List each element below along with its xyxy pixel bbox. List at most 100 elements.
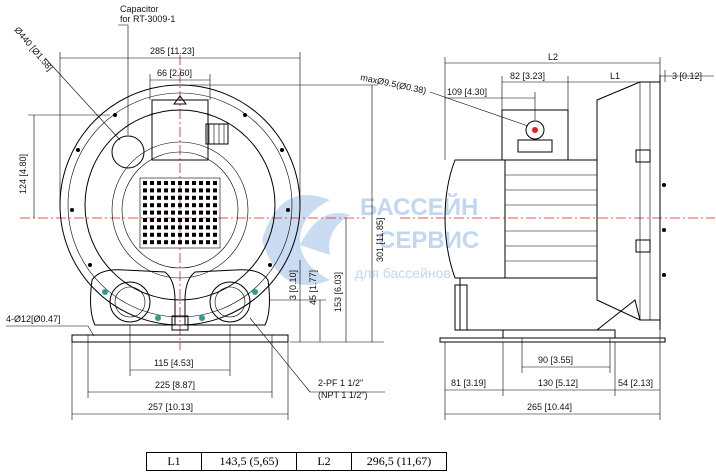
vent-dot [206, 181, 210, 185]
vent-dot [213, 203, 217, 208]
vent-dot [178, 188, 182, 193]
vent-dot [164, 240, 168, 245]
vent-dot [143, 203, 147, 208]
vent-dot [150, 225, 154, 230]
housing-inner [84, 109, 276, 301]
vent-dot [143, 232, 147, 237]
vent-dot [206, 195, 210, 200]
vent-dot [157, 232, 161, 237]
vent-dot [199, 188, 203, 193]
motor-fins [505, 174, 597, 262]
vent-dot [213, 218, 217, 222]
watermark: БАССЕЙН СЕРВИС для бассейнов [262, 193, 479, 285]
vent-dot [143, 225, 147, 230]
vent-dot [157, 195, 161, 200]
dim-90-label: 90 [3.55] [538, 355, 573, 365]
motor-body [504, 159, 598, 279]
vent-dot [185, 218, 189, 222]
dim-81-label: 81 [3.19] [451, 378, 486, 388]
dim-l2-label: L2 [548, 52, 558, 62]
vent-dot [192, 240, 196, 245]
dia-440-label: Ø440 [Ø1.58] [12, 25, 54, 73]
vent-dot [150, 210, 154, 215]
vent-dot [185, 232, 189, 237]
vent-grid [139, 177, 221, 249]
l2-value-cell: 296,5 (11,67) [351, 452, 447, 471]
vent-dot [150, 203, 154, 208]
port-left [109, 281, 151, 323]
motor-cover [111, 141, 249, 279]
vent-dot [192, 210, 196, 215]
spec-table: L1 143,5 (5,65) L2 296,5 (11,67) [146, 452, 447, 471]
side-view: maxØ9.5(Ø0.38) L2 82 [3.23] L1 109 [4.30… [360, 52, 715, 420]
vent-dot [171, 195, 175, 200]
vent-dot [157, 181, 161, 185]
l1-label-cell: L1 [146, 452, 202, 471]
vent-dot [192, 232, 196, 237]
vent-dot [185, 210, 189, 215]
ports-assembly [90, 269, 270, 331]
vent-dot [192, 225, 196, 230]
lower-frame [459, 278, 641, 331]
dim-54-label: 54 [2.13] [618, 378, 653, 388]
housing-bolts [70, 113, 290, 267]
dim-115-label: 115 [4.53] [154, 358, 193, 368]
vent-dot [206, 188, 210, 193]
l1-value-cell: 143,5 (5,65) [201, 452, 297, 471]
vent-dot [185, 181, 189, 185]
vent-dot [164, 181, 168, 185]
vent-dot [199, 195, 203, 200]
base-plate [71, 334, 289, 343]
dim-124-label: 124 [4.80] [18, 154, 28, 194]
vent-dot [206, 225, 210, 230]
vent-dot [199, 218, 203, 222]
vent-dot [178, 203, 182, 208]
dim-3-side-label: 3 [0.12] [672, 71, 702, 81]
front-view: Capacitor for RT-3009-1 Ø440 [Ø1.58] 285… [6, 4, 385, 420]
hole-label: 4-Ø12[Ø0.47] [6, 314, 61, 324]
dim-l1-label: L1 [610, 71, 620, 81]
watermark-line-2: СЕРВИС [378, 227, 479, 254]
vent-dot [213, 188, 217, 193]
watermark-line-1: БАССЕЙН [360, 193, 478, 221]
vent-dot [143, 210, 147, 215]
dim-153-label: 153 [6.03] [333, 272, 343, 312]
housing-rim [67, 92, 293, 318]
vent-dot [206, 240, 210, 245]
vent-dot [150, 195, 154, 200]
vent-dot [185, 225, 189, 230]
vent-dot [199, 240, 203, 245]
vent-dot [213, 181, 217, 185]
vent-dot [185, 188, 189, 193]
vent-dot [157, 218, 161, 222]
dim-225-label: 225 [8.87] [155, 380, 195, 390]
vent-dot [164, 203, 168, 208]
capacitor-leader [118, 24, 129, 135]
watermark-line-3: для бассейнов [355, 265, 451, 281]
vent-dot [143, 195, 147, 200]
vent-dot [192, 195, 196, 200]
vent-dot [178, 195, 182, 200]
dim-130-label: 130 [5.12] [538, 378, 578, 388]
vent-dot [178, 181, 182, 185]
vent-dot [178, 210, 182, 215]
port-right [209, 281, 251, 323]
vent-dot [206, 232, 210, 237]
vent-dot [150, 240, 154, 245]
vent-dot [150, 188, 154, 193]
vent-dot [185, 195, 189, 200]
vent-dot [164, 210, 168, 215]
vent-dot [164, 225, 168, 230]
vent-dot [157, 188, 161, 193]
dim-45-label: 45 [1.77] [308, 270, 318, 305]
motor-endcap [444, 159, 506, 279]
vent-dot [213, 240, 217, 245]
l2-label-cell: L2 [296, 452, 352, 471]
vent-dot [213, 195, 217, 200]
vent-dot [157, 225, 161, 230]
blower-housing [596, 81, 661, 321]
vent-dot [178, 232, 182, 237]
vent-dot [178, 240, 182, 245]
vent-dot [171, 232, 175, 237]
